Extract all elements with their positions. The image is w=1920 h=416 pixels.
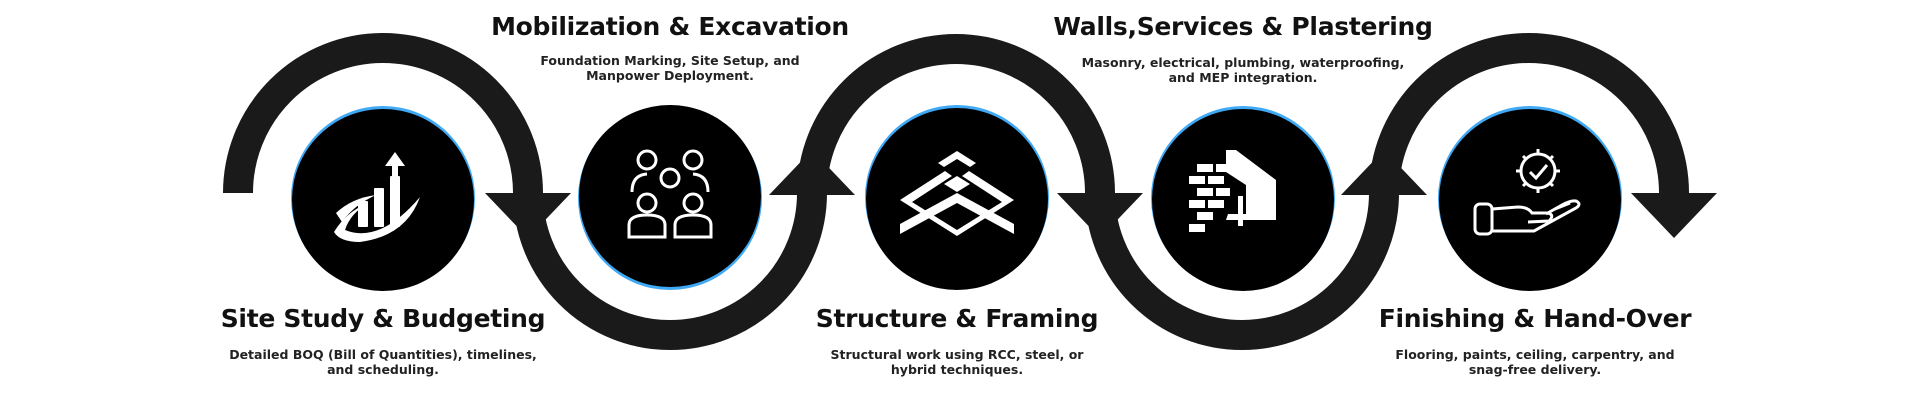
step-2-title: Mobilization & Excavation [491, 12, 849, 41]
step-3-description-line-1: Structural work using RCC, steel, or [830, 347, 1084, 362]
step-5-node [1438, 106, 1622, 291]
arrow-arc-4 [1085, 192, 1399, 350]
step-4-description-line-1: Masonry, electrical, plumbing, waterproo… [1081, 55, 1405, 70]
step-3-title: Structure & Framing [815, 304, 1099, 333]
arrowhead-1 [485, 193, 571, 238]
brick-wall-trowel-icon [1189, 150, 1276, 232]
step-3-node [865, 105, 1049, 290]
team-people-icon [627, 149, 713, 239]
step-2-node [578, 105, 762, 290]
structure-chevrons-icon [900, 151, 1014, 236]
step-4-description-line-2: and MEP integration. [1168, 70, 1318, 85]
arrow-arc-5 [1369, 33, 1689, 194]
step-3-description: Structural work using RCC, steel, or hyb… [777, 347, 1137, 377]
serpentine-arrow-band [223, 33, 1689, 350]
arrowhead-2 [769, 150, 855, 195]
step-5-title: Finishing & Hand-Over [1378, 304, 1692, 333]
growth-chart-icon [334, 152, 420, 242]
step-4-title: Walls,Services & Plastering [1053, 12, 1433, 41]
arrowhead-5 [1631, 193, 1717, 238]
step-1-title: Site Study & Budgeting [220, 304, 546, 333]
hand-gear-icon [1473, 149, 1581, 236]
step-1-node [291, 106, 475, 291]
step-5-description-line-1: Flooring, paints, ceiling, carpentry, an… [1395, 347, 1675, 362]
arrow-arc-1 [223, 33, 543, 194]
step-1-description: Detailed BOQ (Bill of Quantities), timel… [203, 347, 563, 377]
step-4-description: Masonry, electrical, plumbing, waterproo… [1043, 55, 1443, 85]
arrow-heads [485, 150, 1717, 238]
arrow-arc-2 [513, 192, 827, 350]
step-5-description-line-2: snag-free delivery. [1468, 362, 1602, 377]
step-2-description-line-2: Manpower Deployment. [586, 68, 754, 83]
step-1-description-line-1: Detailed BOQ (Bill of Quantities), timel… [229, 347, 537, 362]
arrowhead-3 [1057, 193, 1143, 238]
step-2-description-line-1: Foundation Marking, Site Setup, and [540, 53, 800, 68]
step-3-description-line-2: hybrid techniques. [890, 362, 1024, 377]
step-1-description-line-2: and scheduling. [327, 362, 439, 377]
arrowhead-4 [1341, 150, 1427, 195]
arrow-arc-3 [797, 34, 1115, 194]
step-2-description: Foundation Marking, Site Setup, and Manp… [480, 53, 860, 83]
step-5-description: Flooring, paints, ceiling, carpentry, an… [1345, 347, 1725, 377]
step-4-node [1151, 106, 1335, 291]
